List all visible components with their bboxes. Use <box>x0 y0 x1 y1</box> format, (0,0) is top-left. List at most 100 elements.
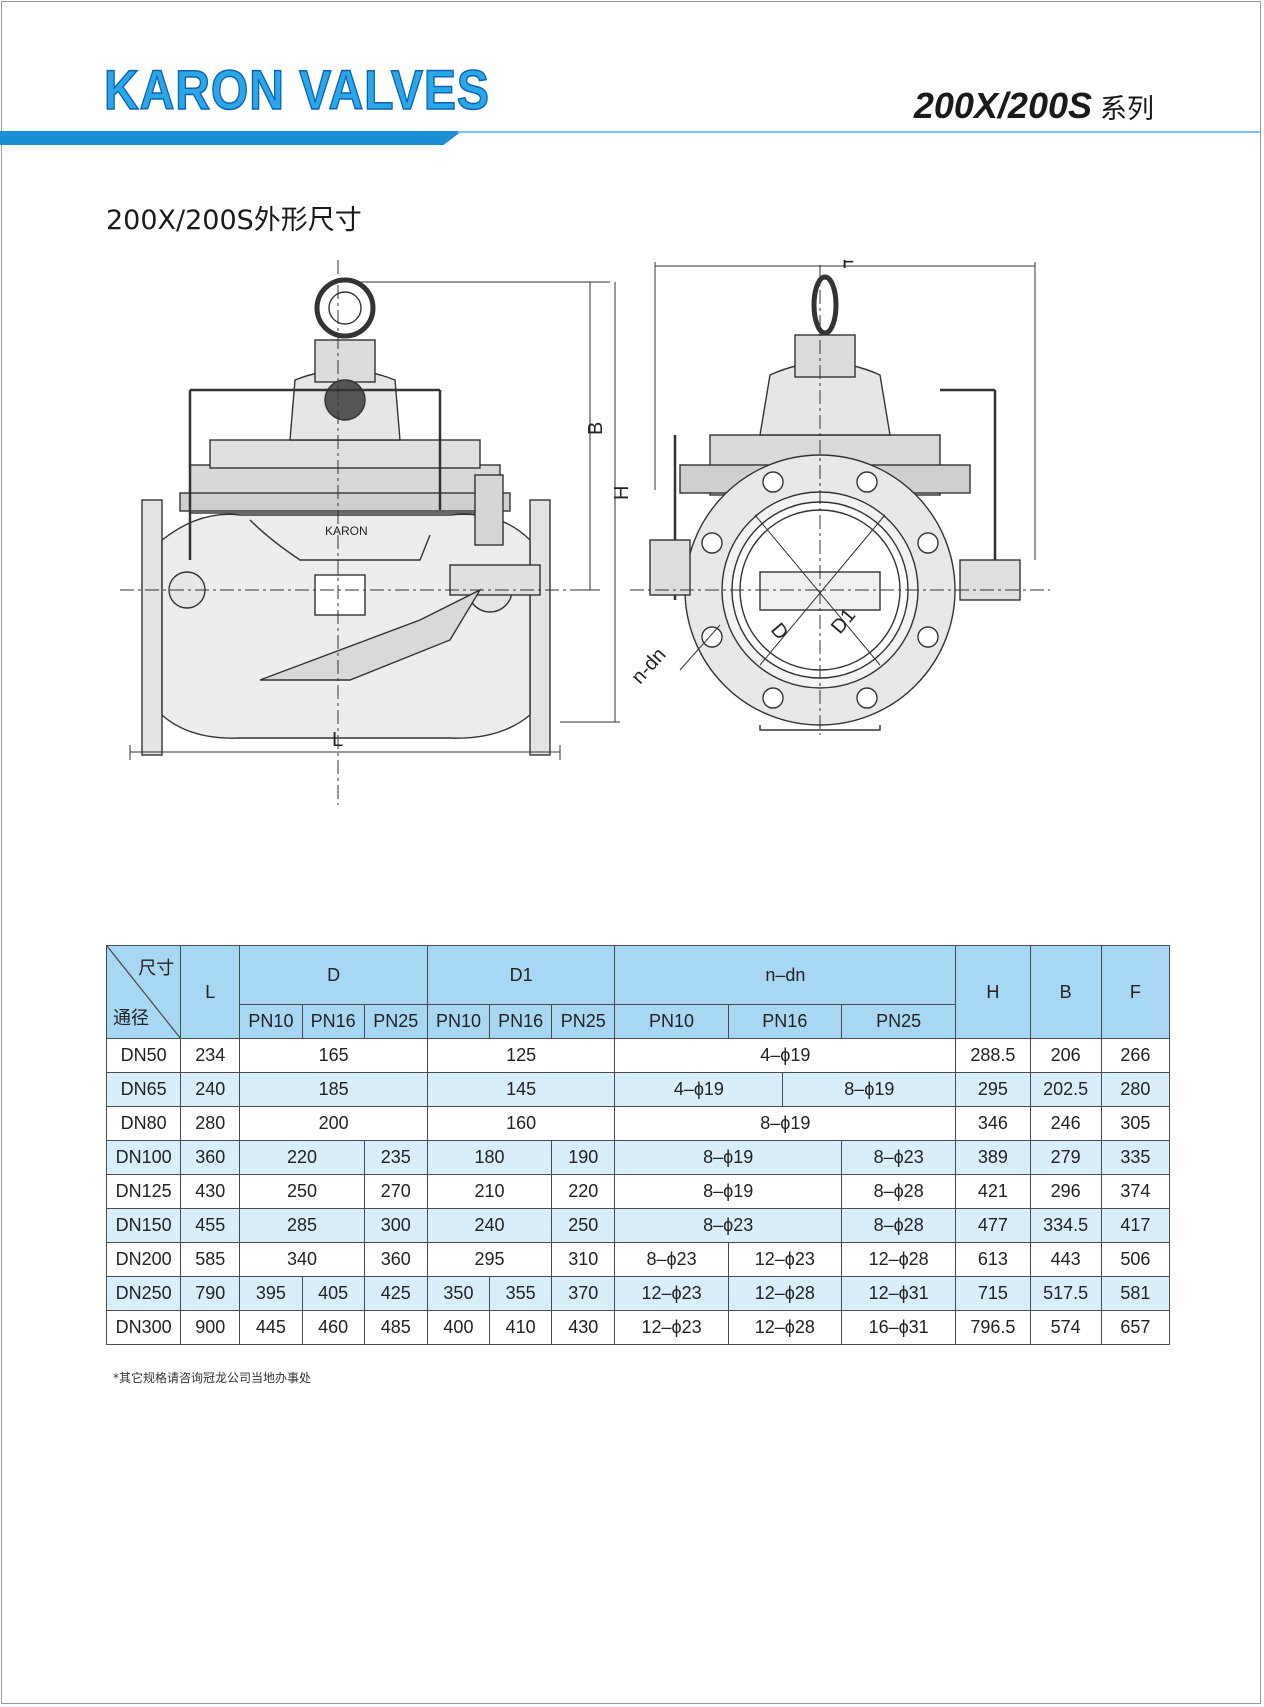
cell-L: 360 <box>180 1140 241 1175</box>
dimension-table: 尺寸 通径 L D D1 n–dn H B F PN10 PN16 PN25 P… <box>105 945 1171 1345</box>
cell-H: 295 <box>955 1072 1031 1107</box>
header-D: D <box>239 945 428 1005</box>
header-ndn-pn25: PN25 <box>840 1004 957 1039</box>
cell-F: 280 <box>1100 1072 1171 1107</box>
cell-B: 246 <box>1029 1106 1102 1141</box>
header-rule <box>458 131 1260 133</box>
cell-n-dn: 4–ϕ19 8–ϕ19 <box>614 1072 957 1107</box>
table-row: DN250 790 395 405 425 350 355 370 12–ϕ23… <box>105 1276 1171 1311</box>
cell-D1-pn10-16: 295 <box>426 1242 553 1277</box>
table-row: DN300 900 445 460 485 400 410 430 12–ϕ23… <box>105 1310 1171 1345</box>
cell-D1-pn16: 355 <box>489 1276 553 1311</box>
header-D1-pn16: PN16 <box>489 1004 553 1039</box>
cell-L: 240 <box>180 1072 241 1107</box>
header-D1: D1 <box>426 945 616 1005</box>
cell-F: 581 <box>1100 1276 1171 1311</box>
cell-L: 280 <box>180 1106 241 1141</box>
side-view-dimensions <box>120 260 620 805</box>
cell-n-dn-pn10-16: 8–ϕ23 <box>614 1208 842 1243</box>
cell-B: 443 <box>1029 1242 1102 1277</box>
cell-dn: DN100 <box>105 1140 182 1175</box>
header-D-pn16: PN16 <box>301 1004 365 1039</box>
header-H: H <box>955 945 1031 1039</box>
table-row: DN50 234 165 125 4–ϕ19 288.5 206 266 <box>105 1038 1171 1073</box>
cell-H: 715 <box>955 1276 1031 1311</box>
cell-n-dn-pn10-16: 8–ϕ19 <box>614 1174 842 1209</box>
cell-n-dn-pn10: 12–ϕ23 <box>614 1310 729 1345</box>
cell-B: 517.5 <box>1029 1276 1102 1311</box>
header-B: B <box>1029 945 1102 1039</box>
cell-D-pn10-16: 340 <box>239 1242 365 1277</box>
cell-D-pn25: 270 <box>363 1174 428 1209</box>
table-row: DN150 455 285 300 240 250 8–ϕ23 8–ϕ28 47… <box>105 1208 1171 1243</box>
cell-D-pn25: 485 <box>363 1310 428 1345</box>
cell-n-dn-pn10: 8–ϕ23 <box>614 1242 729 1277</box>
dimension-label-B: B <box>585 422 607 435</box>
cell-n-dn-pn25: 16–ϕ31 <box>840 1310 957 1345</box>
cell-D1-pn25: 370 <box>551 1276 616 1311</box>
cell-dn: DN200 <box>105 1242 182 1277</box>
cell-H: 477 <box>955 1208 1031 1243</box>
cell-D1-pn25: 220 <box>551 1174 616 1209</box>
cell-n-dn-pn16: 8–ϕ19 <box>844 1079 895 1099</box>
cell-D-pn25: 235 <box>363 1140 428 1175</box>
cell-H: 613 <box>955 1242 1031 1277</box>
cell-dn: DN250 <box>105 1276 182 1311</box>
cell-D1-pn16: 410 <box>489 1310 553 1345</box>
cell-B: 206 <box>1029 1038 1102 1073</box>
cell-n-dn-pn10: 4–ϕ19 <box>615 1073 784 1106</box>
cell-D-pn25: 425 <box>363 1276 428 1311</box>
valve-dimension-drawing: KARON L B H <box>120 260 1050 805</box>
cell-n-dn-pn25: 8–ϕ28 <box>840 1208 957 1243</box>
cell-B: 202.5 <box>1029 1072 1102 1107</box>
dimension-label-L: L <box>332 729 343 751</box>
cell-dn: DN300 <box>105 1310 182 1345</box>
cell-H: 346 <box>955 1106 1031 1141</box>
nameplate-label: KARON <box>325 524 368 538</box>
header-D-pn10: PN10 <box>239 1004 303 1039</box>
cell-F: 417 <box>1100 1208 1171 1243</box>
brand-logo: KARON VALVES <box>103 58 490 121</box>
series-model: 200X/200S <box>913 85 1092 126</box>
table-row: DN80 280 200 160 8–ϕ19 346 246 305 <box>105 1106 1171 1141</box>
cell-H: 421 <box>955 1174 1031 1209</box>
cell-dn: DN80 <box>105 1106 182 1141</box>
cell-n-dn-pn16: 12–ϕ28 <box>727 1276 842 1311</box>
header-ndn-pn16: PN16 <box>727 1004 842 1039</box>
cell-n-dn: 8–ϕ19 <box>614 1106 957 1141</box>
cell-D1-pn25: 430 <box>551 1310 616 1345</box>
table-row: DN125 430 250 270 210 220 8–ϕ19 8–ϕ28 42… <box>105 1174 1171 1209</box>
cell-L: 455 <box>180 1208 241 1243</box>
cell-L: 790 <box>180 1276 241 1311</box>
dimension-label-F: F <box>842 260 854 273</box>
cell-D1-pn10: 350 <box>426 1276 491 1311</box>
cell-F: 335 <box>1100 1140 1171 1175</box>
cell-dn: DN65 <box>105 1072 182 1107</box>
cell-F: 305 <box>1100 1106 1171 1141</box>
cell-D1-pn25: 250 <box>551 1208 616 1243</box>
cell-D: 185 <box>239 1072 428 1107</box>
header-L: L <box>180 945 241 1039</box>
header-n-dn: n–dn <box>614 945 957 1005</box>
cell-B: 279 <box>1029 1140 1102 1175</box>
cell-B: 296 <box>1029 1174 1102 1209</box>
cell-n-dn-pn25: 12–ϕ28 <box>840 1242 957 1277</box>
end-view <box>649 274 1021 731</box>
cell-D-pn25: 360 <box>363 1242 428 1277</box>
cell-H: 389 <box>955 1140 1031 1175</box>
header-D1-pn10: PN10 <box>426 1004 491 1039</box>
cell-n-dn-pn10-16: 8–ϕ19 <box>614 1140 842 1175</box>
cell-n-dn-pn10: 12–ϕ23 <box>614 1276 729 1311</box>
table-row: DN100 360 220 235 180 190 8–ϕ19 8–ϕ23 38… <box>105 1140 1171 1175</box>
cell-D-pn10-16: 285 <box>239 1208 365 1243</box>
section-title: 200X/200S外形尺寸 <box>106 205 362 236</box>
cell-D1: 160 <box>426 1106 616 1141</box>
cell-H: 796.5 <box>955 1310 1031 1345</box>
cell-L: 900 <box>180 1310 241 1345</box>
cell-dn: DN50 <box>105 1038 182 1073</box>
cell-F: 657 <box>1100 1310 1171 1345</box>
cell-n-dn: 4–ϕ19 <box>614 1038 957 1073</box>
cell-n-dn-pn16: 12–ϕ23 <box>727 1242 842 1277</box>
